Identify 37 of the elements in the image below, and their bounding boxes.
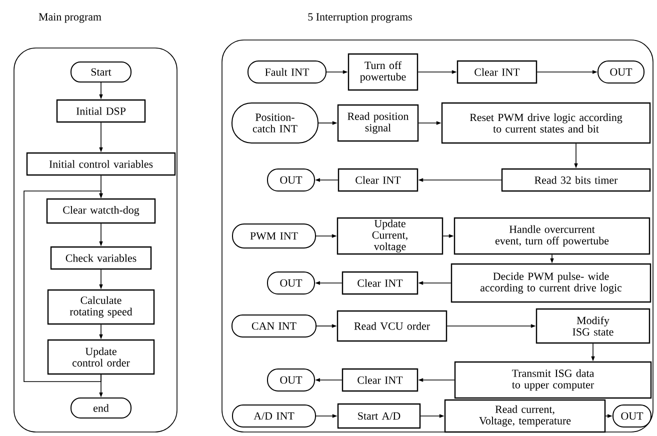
panel-heading: 5 Interruption programs <box>308 13 412 23</box>
process-box: Read VCU order <box>336 310 448 342</box>
process-box: Clear INT <box>342 368 418 392</box>
process-box: Transmit ISG data to upper computer <box>454 361 652 399</box>
terminal: CAN INT <box>232 314 316 338</box>
terminal: OUT <box>612 404 652 428</box>
process-box: Read 32 bits timer <box>501 168 651 192</box>
process-box: Read current, Voltage, temperature <box>444 399 606 433</box>
terminal: end <box>70 398 132 418</box>
process-box: Initial control variables <box>26 152 176 176</box>
terminal: PWM INT <box>232 224 316 248</box>
process-box: Clear watcth-dog <box>46 198 156 224</box>
terminal: Fault INT <box>248 60 326 84</box>
terminal: Start <box>70 62 132 82</box>
terminal: OUT <box>267 368 315 392</box>
terminal: A/D INT <box>232 404 316 428</box>
process-box: Decide PWM pulse- wide according to current drive logic <box>450 263 652 303</box>
process-box: Clear INT <box>456 60 538 84</box>
process-box: Update Current, voltage <box>336 217 444 255</box>
process-box: Read position signal <box>337 104 419 142</box>
process-box: Handle overcurrent event, turn off powertube <box>454 217 650 255</box>
terminal: OUT <box>598 60 644 84</box>
panel-heading: Main program <box>38 13 102 23</box>
process-box: Check variables <box>50 246 152 270</box>
terminal: Position-catch INT <box>232 102 318 144</box>
process-box: Turn off powertube <box>348 53 418 91</box>
process-box: Calculate rotating speed <box>47 289 155 325</box>
process-box: Clear INT <box>342 271 418 295</box>
process-box: Initial DSP <box>56 99 146 123</box>
terminal: OUT <box>267 168 315 192</box>
process-box: Reset PWM drive logic according to current states and bit <box>441 102 651 144</box>
loop-arrow <box>24 190 103 382</box>
process-box: Clear INT <box>338 168 418 192</box>
process-box: Start A/D <box>337 403 421 429</box>
terminal: OUT <box>267 272 315 294</box>
process-box: Modify ISG state <box>536 308 650 344</box>
process-box: Update control order <box>47 339 155 375</box>
